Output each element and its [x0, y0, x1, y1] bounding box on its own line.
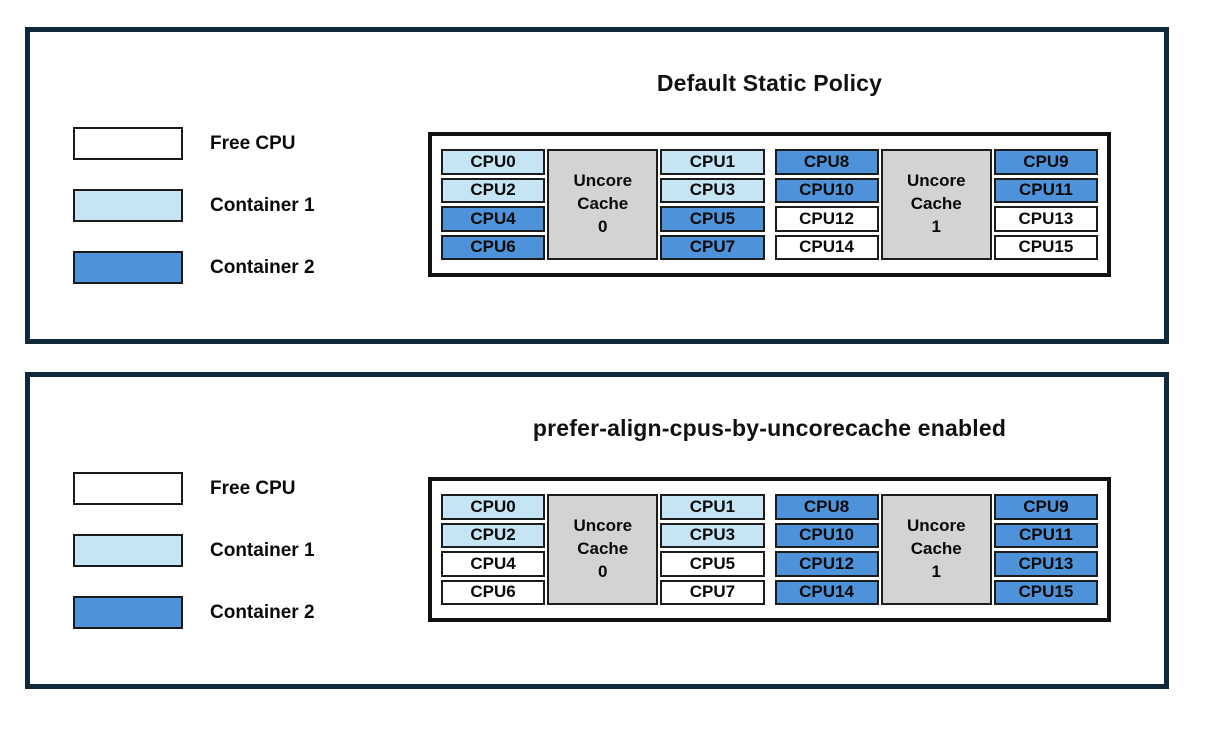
- uncore-cache-block: Uncore Cache 1: [880, 494, 992, 605]
- cpu-cell: CPU3: [660, 522, 765, 548]
- uncore-cache-block: Uncore Cache 0: [547, 149, 659, 260]
- cpu-cell: CPU0: [441, 494, 546, 520]
- legend-item-container-1: Container 1: [73, 534, 315, 567]
- cpu-cell: CPU3: [660, 177, 765, 203]
- legend-label: Free CPU: [210, 477, 296, 499]
- cpu-column-left: CPU8 CPU10 CPU12 CPU14: [774, 149, 879, 260]
- cpu-column-left: CPU0 CPU2 CPU4 CPU6: [441, 494, 546, 605]
- panel-prefer-align-uncorecache: prefer-align-cpus-by-uncorecache enabled…: [25, 372, 1169, 689]
- legend-item-free-cpu: Free CPU: [73, 127, 315, 160]
- uncore-cache-block: Uncore Cache 1: [880, 149, 992, 260]
- cpu-cell: CPU5: [660, 206, 765, 232]
- cpu-column-right: CPU1 CPU3 CPU5 CPU7: [660, 149, 765, 260]
- cpu-cell: CPU14: [774, 234, 879, 260]
- cpu-cell: CPU1: [660, 494, 765, 520]
- legend-swatch-free-cpu: [73, 472, 183, 505]
- cpu-cell: CPU2: [441, 177, 546, 203]
- uncore-cache-1-group: CPU8 CPU10 CPU12 CPU14 Uncore Cache 1 CP…: [774, 494, 1098, 605]
- cpu-cell: CPU8: [774, 494, 879, 520]
- cpu-cell: CPU13: [993, 206, 1098, 232]
- cpu-cell: CPU11: [993, 177, 1098, 203]
- legend-label: Free CPU: [210, 132, 296, 154]
- cpu-cell: CPU6: [441, 234, 546, 260]
- cpu-cell: CPU7: [660, 234, 765, 260]
- cpu-cell: CPU15: [993, 579, 1098, 605]
- panel-title: Default Static Policy: [656, 70, 883, 96]
- cpu-cell: CPU10: [774, 522, 879, 548]
- uncore-cache-1-group: CPU8 CPU10 CPU12 CPU14 Uncore Cache 1 CP…: [774, 149, 1098, 260]
- uncore-cache-0-group: CPU0 CPU2 CPU4 CPU6 Uncore Cache 0 CPU1 …: [441, 149, 765, 260]
- cpu-cell: CPU5: [660, 551, 765, 577]
- legend-label: Container 2: [210, 256, 315, 278]
- cpu-cell: CPU14: [774, 579, 879, 605]
- cpu-cell: CPU12: [774, 206, 879, 232]
- cpu-cell: CPU4: [441, 551, 546, 577]
- cpu-column-left: CPU8 CPU10 CPU12 CPU14: [774, 494, 879, 605]
- cpu-cell: CPU7: [660, 579, 765, 605]
- cpu-column-left: CPU0 CPU2 CPU4 CPU6: [441, 149, 546, 260]
- cpu-cell: CPU15: [993, 234, 1098, 260]
- legend-label: Container 1: [210, 539, 315, 561]
- legend-swatch-container-2: [73, 596, 183, 629]
- legend-swatch-free-cpu: [73, 127, 183, 160]
- cpu-cell: CPU9: [993, 494, 1098, 520]
- cpu-cell: CPU6: [441, 579, 546, 605]
- legend-item-container-1: Container 1: [73, 189, 315, 222]
- legend-item-free-cpu: Free CPU: [73, 472, 315, 505]
- cpu-cell: CPU10: [774, 177, 879, 203]
- legend: Free CPU Container 1 Container 2: [73, 472, 315, 658]
- cpu-socket-diagram: CPU0 CPU2 CPU4 CPU6 Uncore Cache 0 CPU1 …: [428, 132, 1111, 277]
- legend-swatch-container-2: [73, 251, 183, 284]
- cpu-socket-diagram: CPU0 CPU2 CPU4 CPU6 Uncore Cache 0 CPU1 …: [428, 477, 1111, 622]
- cpu-cell: CPU4: [441, 206, 546, 232]
- uncore-cache-block: Uncore Cache 0: [547, 494, 659, 605]
- uncore-cache-0-group: CPU0 CPU2 CPU4 CPU6 Uncore Cache 0 CPU1 …: [441, 494, 765, 605]
- legend-label: Container 1: [210, 194, 315, 216]
- cpu-column-right: CPU1 CPU3 CPU5 CPU7: [660, 494, 765, 605]
- panel-title: prefer-align-cpus-by-uncorecache enabled: [532, 415, 1007, 441]
- legend-item-container-2: Container 2: [73, 596, 315, 629]
- cpu-cell: CPU13: [993, 551, 1098, 577]
- legend-label: Container 2: [210, 601, 315, 623]
- cpu-cell: CPU1: [660, 149, 765, 175]
- cpu-column-right: CPU9 CPU11 CPU13 CPU15: [993, 494, 1098, 605]
- cpu-cell: CPU0: [441, 149, 546, 175]
- cpu-cell: CPU11: [993, 522, 1098, 548]
- cpu-cell: CPU8: [774, 149, 879, 175]
- legend-swatch-container-1: [73, 534, 183, 567]
- cpu-cell: CPU2: [441, 522, 546, 548]
- panel-default-static-policy: Default Static Policy Free CPU Container…: [25, 27, 1169, 344]
- legend: Free CPU Container 1 Container 2: [73, 127, 315, 313]
- legend-item-container-2: Container 2: [73, 251, 315, 284]
- cpu-cell: CPU9: [993, 149, 1098, 175]
- cpu-cell: CPU12: [774, 551, 879, 577]
- cpu-column-right: CPU9 CPU11 CPU13 CPU15: [993, 149, 1098, 260]
- legend-swatch-container-1: [73, 189, 183, 222]
